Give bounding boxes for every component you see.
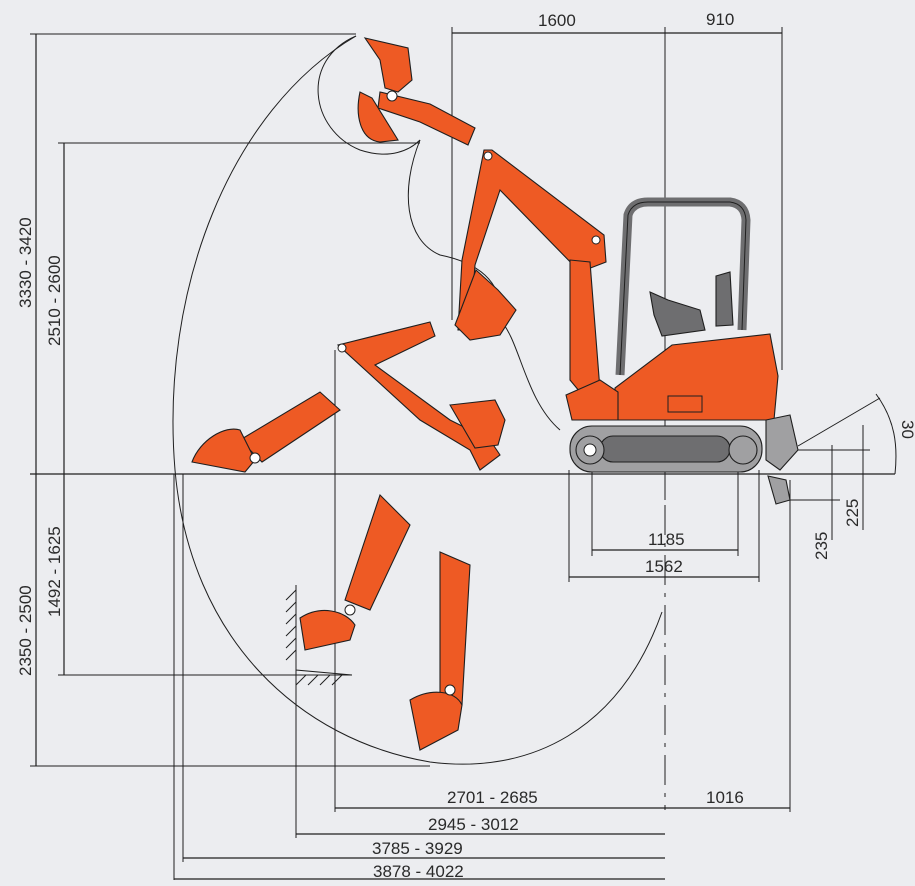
arm-position-bottom [409,551,471,751]
dim-label-3785-3929: 3785 - 3929 [372,839,463,858]
dim-label-225: 225 [843,499,862,527]
working-envelope [172,35,663,765]
excavator-machine [565,197,799,505]
dim-label-1562: 1562 [645,557,683,576]
dimension-labels: 1600 910 3330 - 3420 2510 - 2600 2350 - … [16,10,915,881]
dim-label-3878-4022: 3878 - 4022 [373,862,464,881]
arm-position-mid [336,321,506,471]
dim-label-1492-1625: 1492 - 1625 [45,526,64,617]
dim-label-910: 910 [706,10,734,29]
dim-label-3330-3420: 3330 - 3420 [16,217,35,308]
arm-position-main [454,149,607,399]
dim-label-235: 235 [812,532,831,560]
dimension-lines [30,27,897,880]
dim-label-1016: 1016 [706,788,744,807]
dim-label-2350-2500: 2350 - 2500 [16,585,35,676]
arm-position-lower-left [285,493,411,686]
arm-position-top [357,37,476,146]
dim-label-2945-3012: 2945 - 3012 [428,815,519,834]
dim-label-1185: 1185 [648,530,685,549]
dim-label-1600: 1600 [538,11,576,30]
dim-label-2510-2600: 2510 - 2600 [45,255,64,346]
arm-position-left [191,391,341,473]
dim-label-30: 30 [898,420,915,439]
dim-label-2701-2685: 2701 - 2685 [447,788,538,807]
